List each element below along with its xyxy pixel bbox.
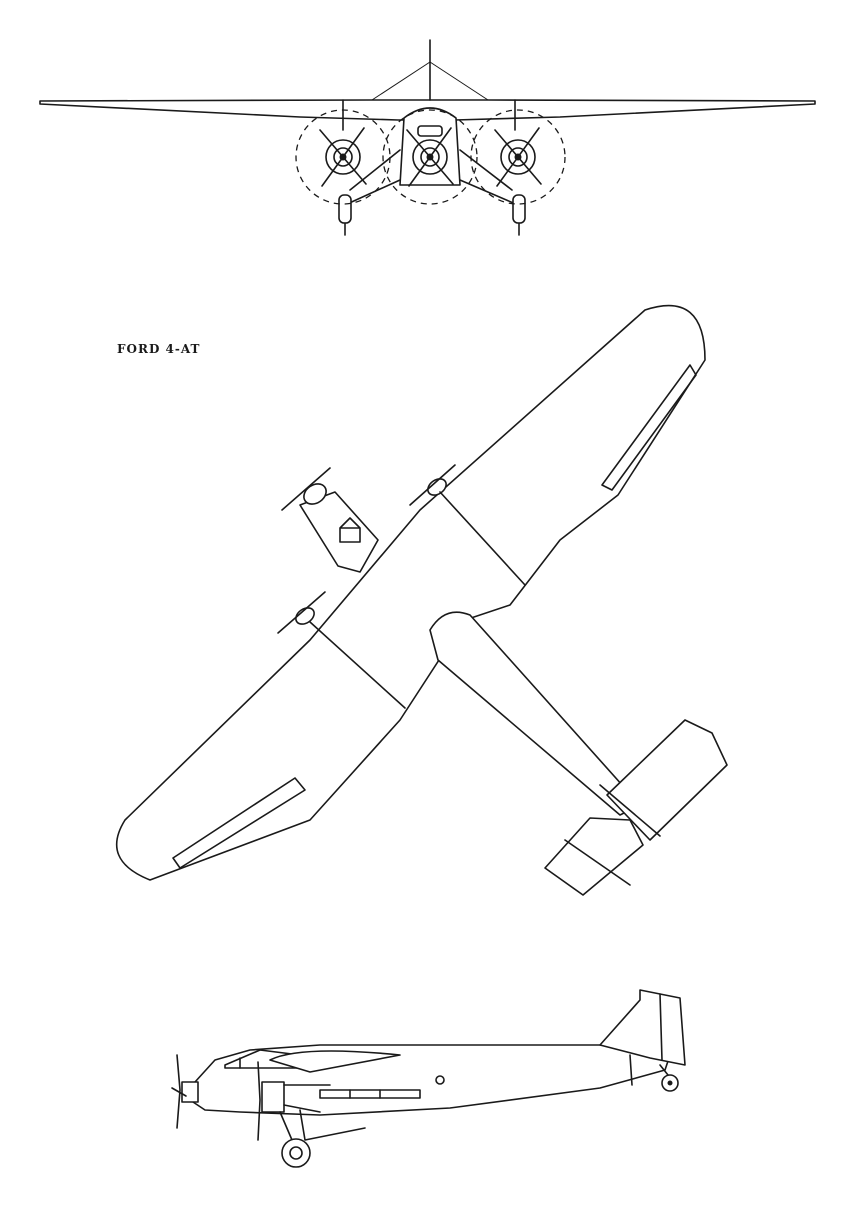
side-view: [171, 989, 686, 1168]
plan-wing: [115, 304, 706, 881]
right-prop-disc: [470, 109, 566, 205]
plan-windscreen-icon: [339, 517, 361, 543]
front-view: [39, 39, 816, 236]
plan-left-engine-icon: [277, 591, 326, 634]
plan-view: [115, 304, 728, 896]
center-prop-disc: [382, 109, 478, 205]
left-engine-icon: [319, 127, 367, 187]
porthole: [435, 1075, 445, 1085]
left-wheel: [338, 194, 352, 224]
plan-left-nacelle-strut: [309, 621, 406, 709]
main-gear-strut: [279, 1109, 366, 1141]
mast-wire-right: [429, 61, 489, 101]
side-window-row: [319, 1089, 421, 1099]
left-gear-strut: [344, 149, 401, 206]
plan-elevator: [544, 817, 644, 896]
plan-nose: [299, 491, 379, 573]
side-wing-engine-icon: [257, 1061, 331, 1141]
front-wing: [39, 99, 816, 121]
drawing-title: FORD 4-AT: [117, 342, 201, 356]
right-aileron: [601, 364, 697, 491]
plan-right-engine-icon: [409, 464, 456, 506]
right-gear-strut: [459, 149, 519, 206]
rudder-hinge: [659, 993, 663, 1061]
main-wheel: [281, 1138, 311, 1168]
center-engine-icon: [406, 127, 454, 187]
mast-wire-left: [371, 61, 431, 101]
side-nose-engine-icon: [171, 1054, 199, 1129]
cockpit-window: [417, 125, 443, 137]
side-wing: [269, 1050, 401, 1073]
plan-right-nacelle-strut: [439, 491, 526, 586]
plan-rear-fuselage: [429, 611, 641, 816]
left-prop-disc: [295, 109, 391, 205]
side-fin: [599, 989, 686, 1066]
elevator-hinge: [564, 839, 631, 886]
right-engine-icon: [494, 127, 542, 187]
plan-tailplane: [606, 719, 728, 841]
left-aileron: [172, 777, 306, 869]
rudder-line: [599, 784, 661, 837]
right-wheel: [512, 194, 526, 224]
plan-nose-engine-icon: [281, 467, 331, 511]
